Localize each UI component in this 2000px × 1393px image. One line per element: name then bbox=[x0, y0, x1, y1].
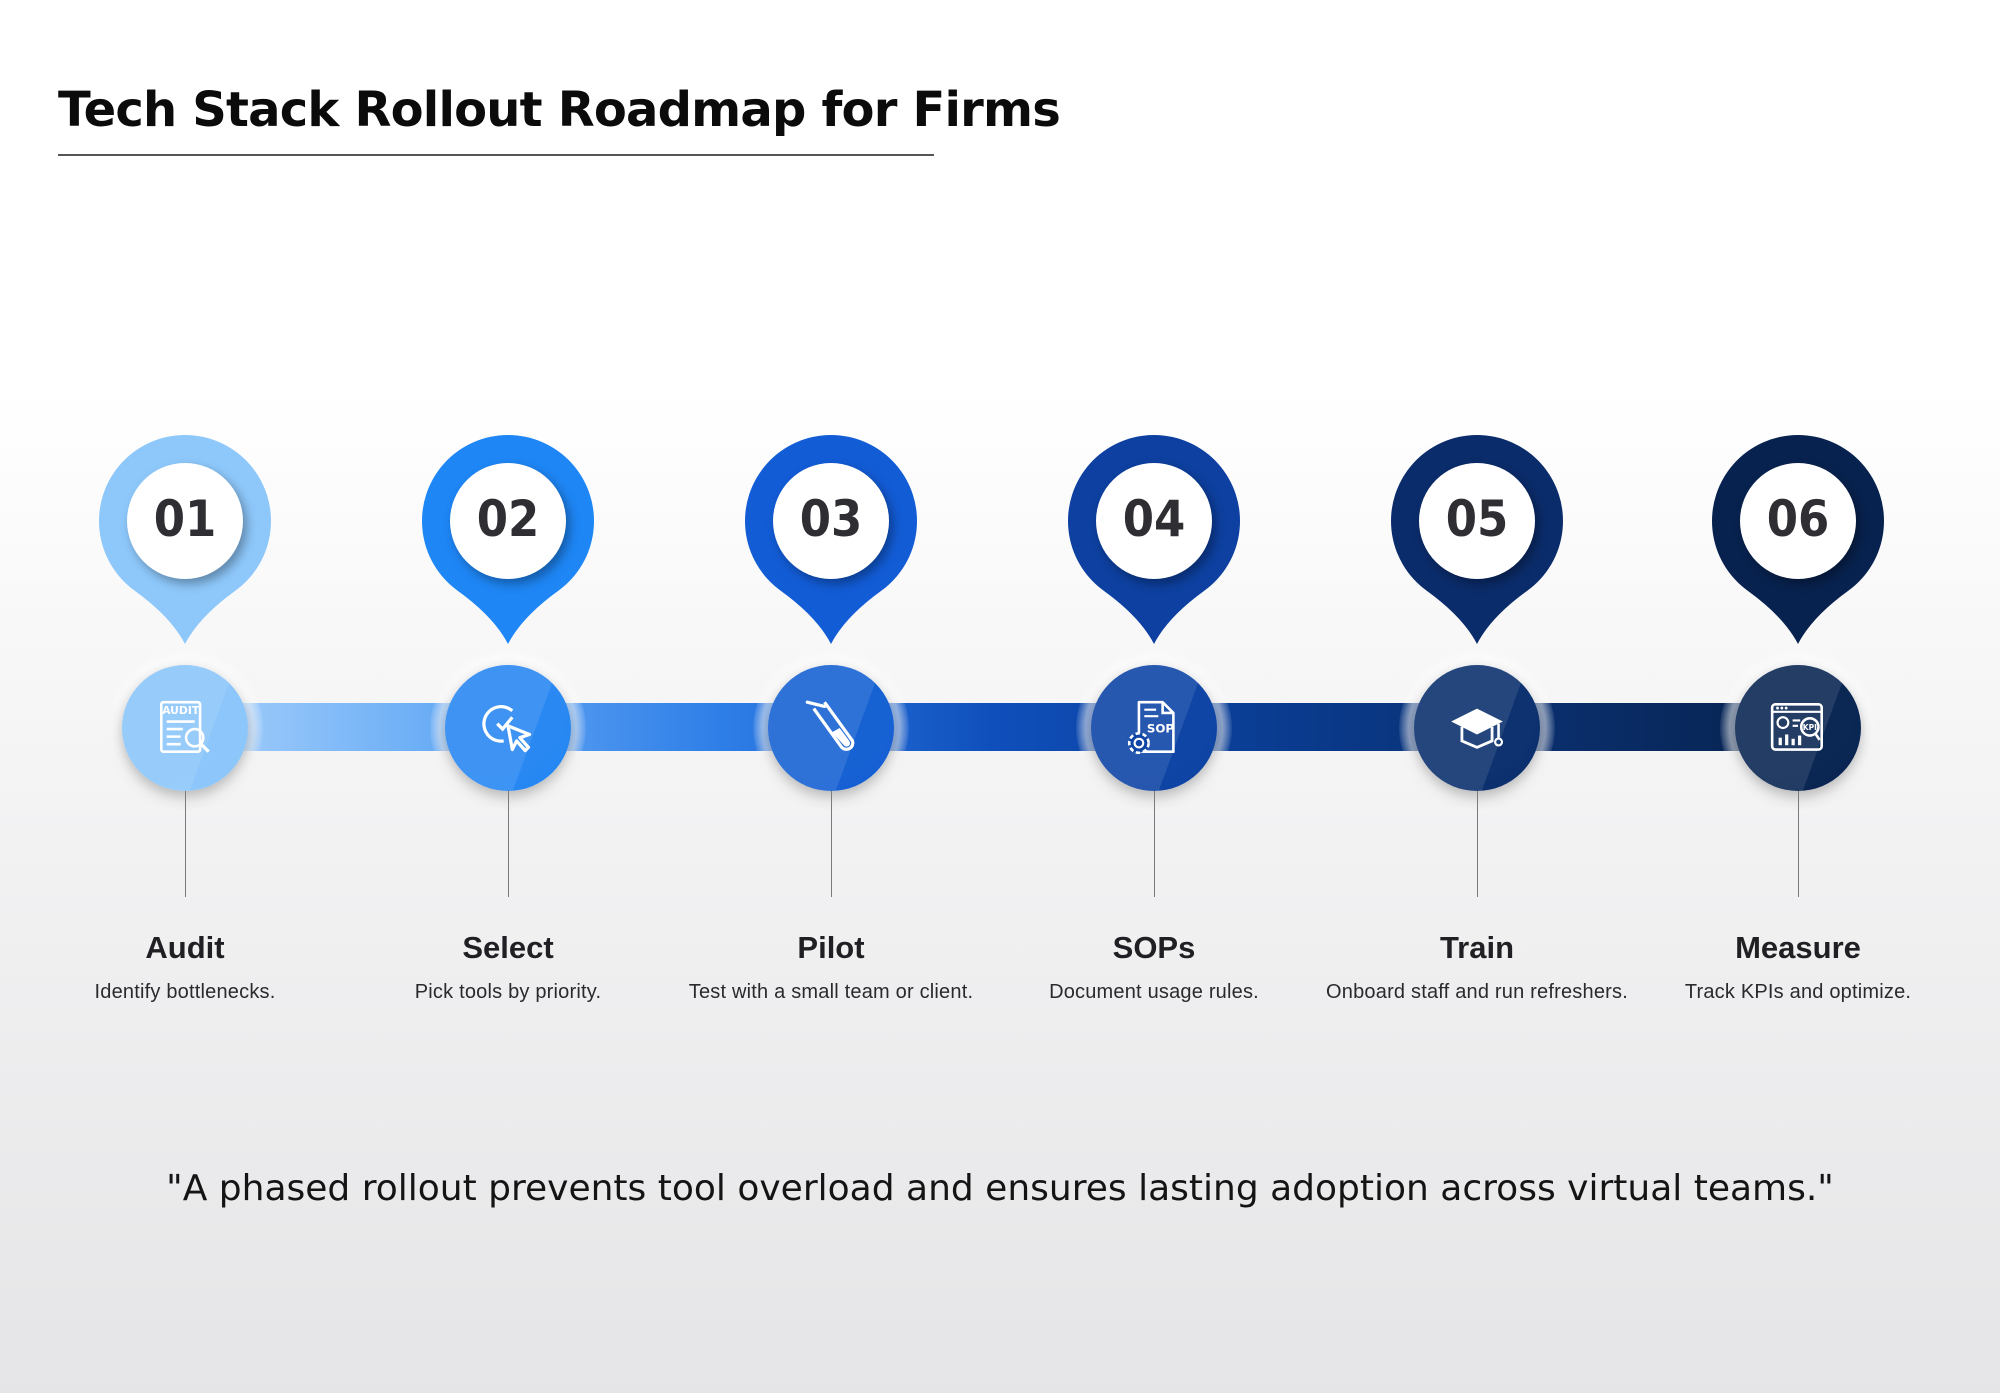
connector-line bbox=[508, 791, 509, 897]
pin-marker bbox=[99, 435, 272, 644]
connector-line bbox=[1798, 791, 1799, 897]
step-number: 05 bbox=[1445, 490, 1509, 548]
step-node: AUDIT bbox=[122, 665, 248, 791]
step-label: Measure bbox=[1735, 930, 1861, 965]
pin-marker bbox=[1712, 435, 1884, 644]
pin-marker bbox=[1068, 435, 1240, 644]
svg-text:AUDIT: AUDIT bbox=[162, 704, 200, 717]
connector-line bbox=[185, 791, 186, 897]
page-title: Tech Stack Rollout Roadmap for Firms bbox=[58, 82, 1061, 138]
step-number: 06 bbox=[1766, 490, 1830, 548]
pin-inner-circle bbox=[773, 463, 889, 579]
test-tube-icon bbox=[805, 700, 855, 751]
pin-inner-circle bbox=[127, 463, 243, 579]
step-label: Select bbox=[462, 930, 554, 965]
audit-icon: AUDIT bbox=[160, 700, 210, 753]
cursor-click-icon bbox=[482, 705, 532, 753]
step-node bbox=[445, 665, 571, 791]
step-node: KPI bbox=[1735, 665, 1861, 791]
step-label: Pilot bbox=[797, 930, 865, 965]
step-node: SOP bbox=[1091, 665, 1217, 791]
step-label: Train bbox=[1439, 930, 1515, 965]
step-description: Pick tools by priority. bbox=[414, 981, 602, 1003]
pin-inner-circle bbox=[1740, 463, 1856, 579]
step-description: Track KPIs and optimize. bbox=[1684, 981, 1912, 1003]
kpi-dashboard-icon: KPI bbox=[1770, 703, 1823, 751]
pin-marker bbox=[422, 435, 594, 644]
step-label: Audit bbox=[145, 930, 225, 965]
pin-marker bbox=[1391, 435, 1563, 644]
roadmap-track bbox=[185, 703, 1798, 751]
pin-marker bbox=[745, 435, 917, 644]
step-node bbox=[768, 665, 894, 791]
step-description: Test with a small team or client. bbox=[688, 981, 974, 1003]
pin-inner-circle bbox=[450, 463, 566, 579]
connector-line bbox=[1477, 791, 1478, 897]
step-number: 02 bbox=[476, 490, 540, 548]
pin-inner-circle bbox=[1419, 463, 1535, 579]
sop-document-icon: SOP bbox=[1127, 700, 1175, 755]
step-description: Onboard staff and run refreshers. bbox=[1326, 981, 1628, 1003]
step-number: 04 bbox=[1122, 490, 1186, 548]
step-number: 01 bbox=[153, 490, 217, 548]
step-number: 03 bbox=[799, 490, 863, 548]
title-underline bbox=[58, 154, 934, 156]
step-node bbox=[1414, 665, 1540, 791]
graduation-cap-icon bbox=[1451, 708, 1504, 749]
connector-line bbox=[831, 791, 832, 897]
closing-quote: "A phased rollout prevents tool overload… bbox=[166, 1168, 1834, 1209]
step-description: Document usage rules. bbox=[1049, 981, 1259, 1003]
step-description: Identify bottlenecks. bbox=[94, 981, 276, 1003]
step-label: SOPs bbox=[1112, 930, 1196, 965]
pin-inner-circle bbox=[1096, 463, 1212, 579]
svg-text:SOP: SOP bbox=[1147, 721, 1175, 735]
svg-text:KPI: KPI bbox=[1803, 723, 1817, 732]
connector-line bbox=[1154, 791, 1155, 897]
